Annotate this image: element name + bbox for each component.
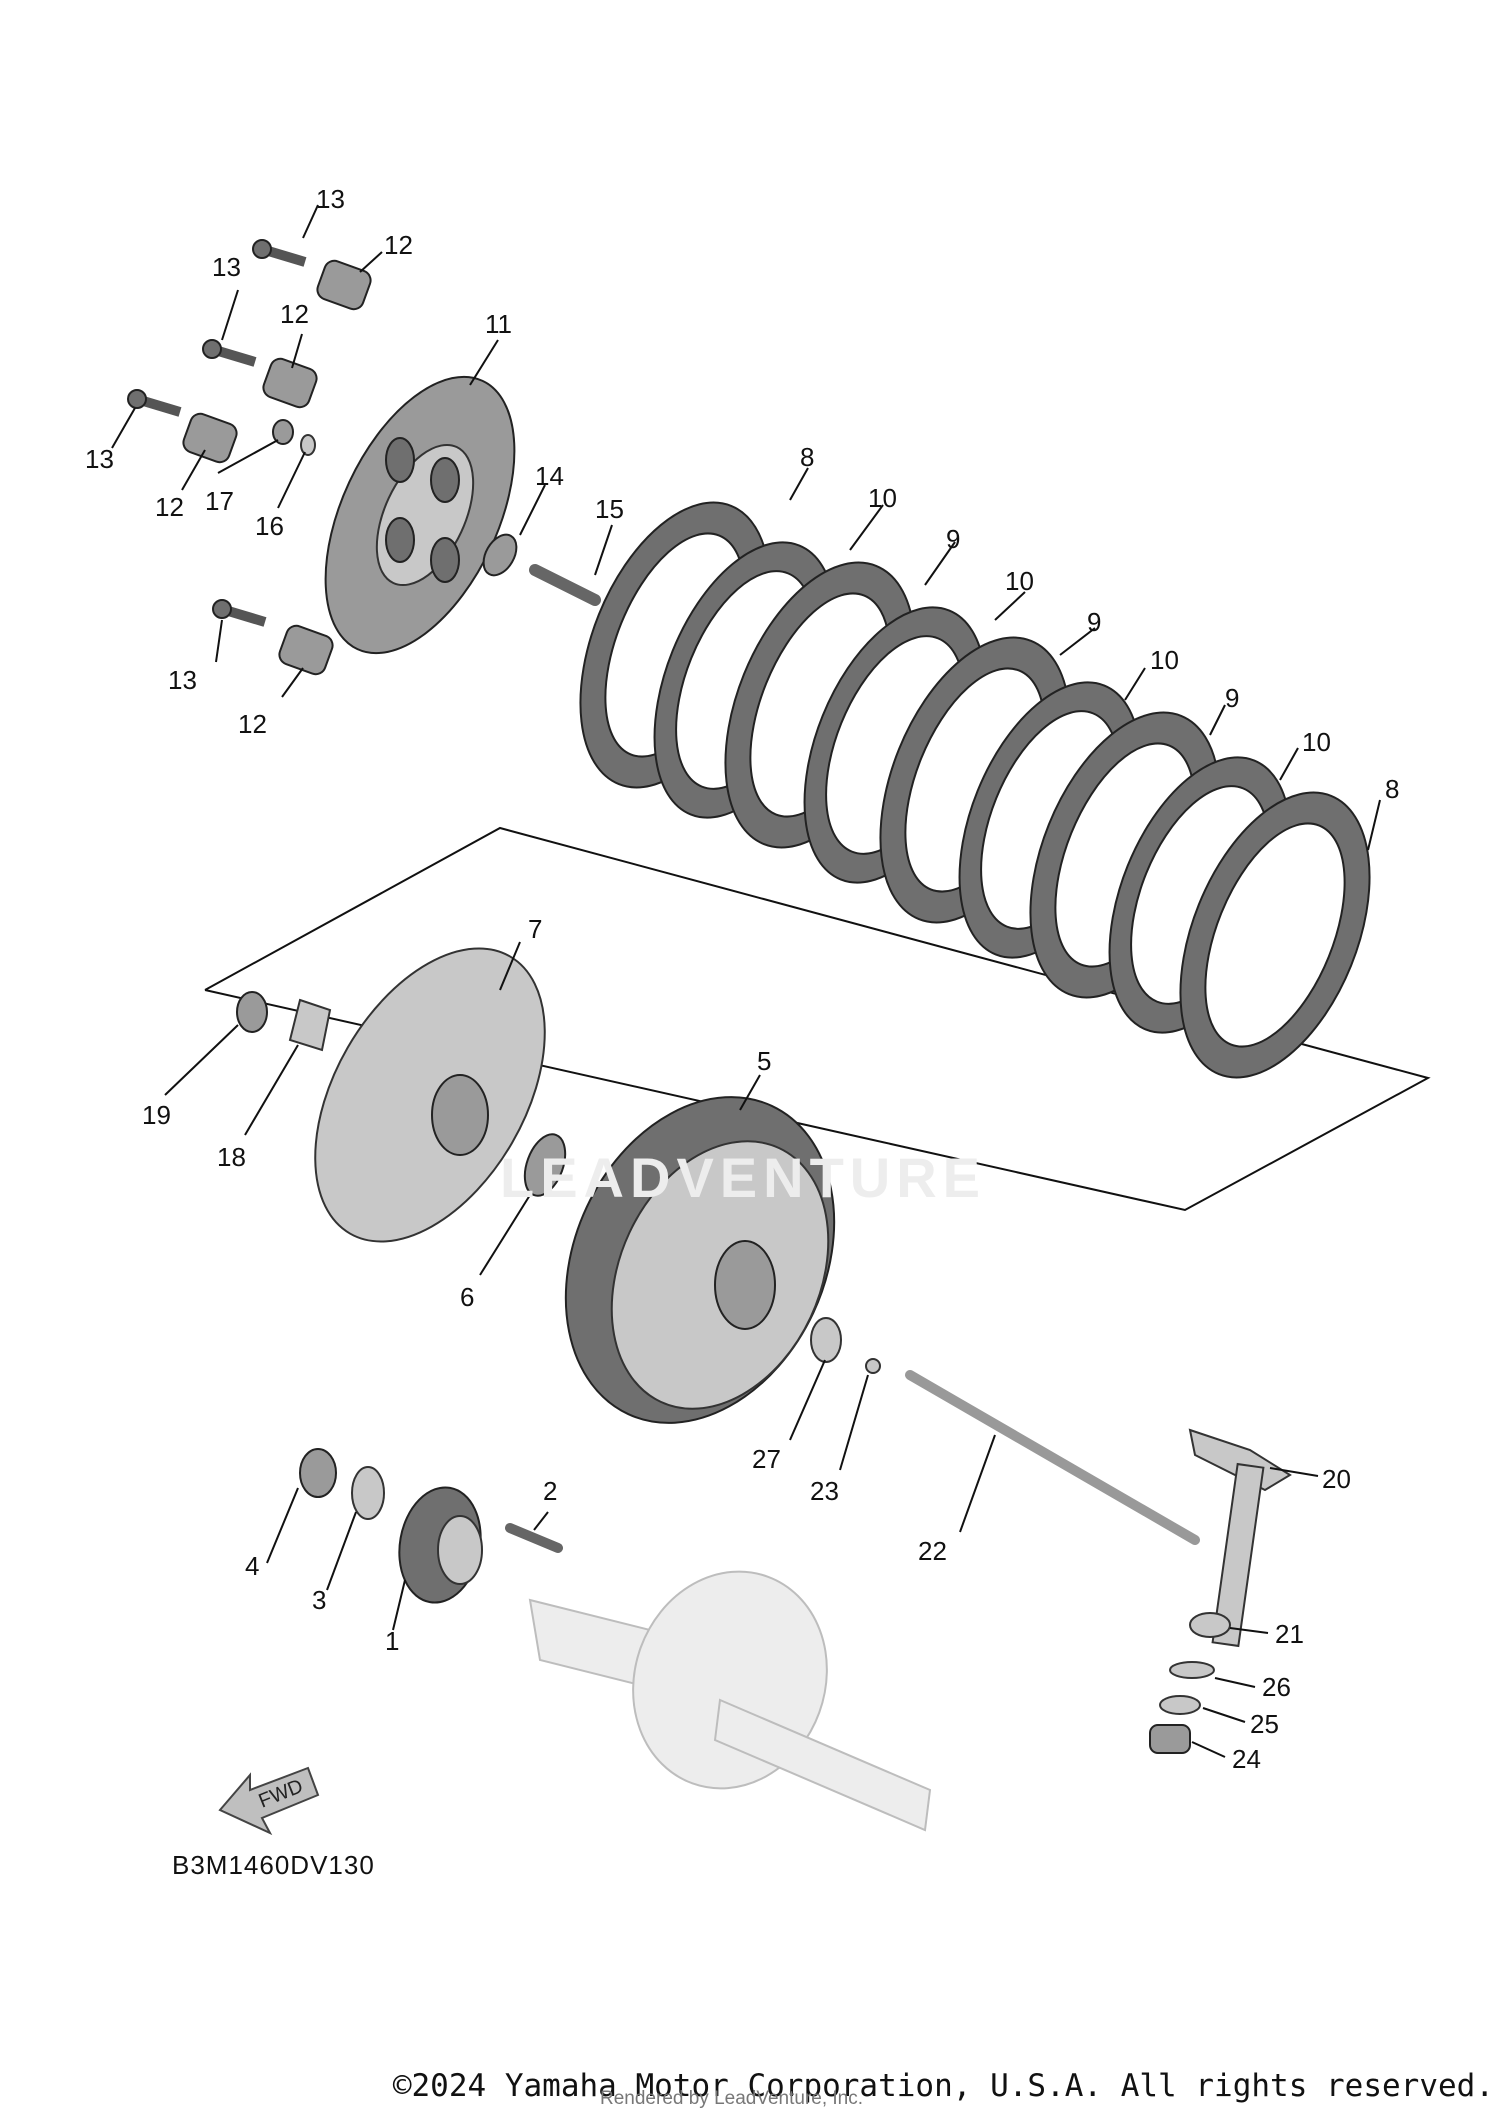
callout-12: 12 xyxy=(155,492,184,522)
circlip-26 xyxy=(1169,1661,1215,1679)
callout-10: 10 xyxy=(868,483,897,513)
washer-25 xyxy=(1159,1695,1201,1715)
callout-25: 25 xyxy=(1250,1709,1279,1739)
callout-6: 6 xyxy=(460,1282,474,1312)
callout-23: 23 xyxy=(810,1476,839,1506)
thrust-washer-6 xyxy=(523,1133,567,1197)
nut-19 xyxy=(236,991,268,1033)
push-rod-22 xyxy=(905,1370,1200,1545)
bushing-24 xyxy=(1149,1724,1191,1754)
callout-19: 19 xyxy=(142,1100,171,1130)
callout-9: 9 xyxy=(1087,607,1101,637)
key-2 xyxy=(505,1523,563,1553)
callout-22: 22 xyxy=(918,1536,947,1566)
push-lever-shaft xyxy=(1188,1428,1292,1648)
callout-12: 12 xyxy=(384,230,413,260)
pressure-plate xyxy=(324,375,516,655)
washer-3 xyxy=(351,1466,385,1520)
callout-8: 8 xyxy=(800,442,814,472)
callout-13: 13 xyxy=(316,184,345,214)
nut-17 xyxy=(272,419,294,445)
callout-10: 10 xyxy=(1302,727,1331,757)
circlip-16 xyxy=(300,434,316,456)
callout-24: 24 xyxy=(1232,1744,1261,1774)
callout-20: 20 xyxy=(1322,1464,1351,1494)
clutch-springs xyxy=(182,259,372,676)
callout-14: 14 xyxy=(535,461,564,491)
callout-12: 12 xyxy=(280,299,309,329)
callout-labels: 13 12 13 12 11 13 12 17 16 14 15 13 12 8… xyxy=(85,184,1399,1774)
callout-9: 9 xyxy=(1225,683,1239,713)
callout-9: 9 xyxy=(946,524,960,554)
callout-13: 13 xyxy=(212,252,241,282)
leader-lines xyxy=(111,204,1381,1758)
callout-26: 26 xyxy=(1262,1672,1291,1702)
callout-10: 10 xyxy=(1150,645,1179,675)
crankshaft-ghost xyxy=(528,1570,932,1832)
callout-17: 17 xyxy=(205,486,234,516)
callout-1: 1 xyxy=(385,1626,399,1656)
copyright-notice: ©2024 Yamaha Motor Corporation, U.S.A. A… xyxy=(392,2068,1494,2104)
callout-4: 4 xyxy=(245,1551,259,1581)
clutch-boss xyxy=(314,947,546,1243)
ball-23 xyxy=(865,1358,881,1374)
callout-13: 13 xyxy=(85,444,114,474)
nut-4 xyxy=(299,1448,337,1498)
callout-16: 16 xyxy=(255,511,284,541)
callout-10: 10 xyxy=(1005,566,1034,596)
callout-15: 15 xyxy=(595,494,624,524)
callout-8: 8 xyxy=(1385,774,1399,804)
callout-3: 3 xyxy=(312,1585,326,1615)
callout-2: 2 xyxy=(543,1476,557,1506)
primary-drive-gear xyxy=(398,1486,483,1604)
callout-18: 18 xyxy=(217,1142,246,1172)
plate-assembly-frame xyxy=(204,826,1431,1212)
rendered-by-notice: Rendered by LeadVenture, Inc. xyxy=(600,2088,864,2109)
washer-14 xyxy=(482,533,518,577)
lock-washer-18 xyxy=(288,998,332,1052)
fwd-arrow-icon: FWD xyxy=(218,1766,320,1836)
callout-27: 27 xyxy=(752,1444,781,1474)
washer-27 xyxy=(810,1317,842,1363)
push-rod-15 xyxy=(529,564,601,606)
spring-bolts xyxy=(127,239,307,627)
clutch-plate-stack xyxy=(579,501,1371,1079)
callout-11: 11 xyxy=(485,309,512,339)
callout-7: 7 xyxy=(528,914,542,944)
callout-13: 13 xyxy=(168,665,197,695)
spring-21 xyxy=(1189,1612,1231,1638)
diagram-reference-code: B3M1460DV130 xyxy=(172,1850,375,1880)
clutch-housing xyxy=(564,1096,836,1424)
callout-12: 12 xyxy=(238,709,267,739)
callout-5: 5 xyxy=(757,1046,771,1076)
callout-21: 21 xyxy=(1275,1619,1304,1649)
watermark-text: LEADVENTURE xyxy=(500,1146,987,1209)
